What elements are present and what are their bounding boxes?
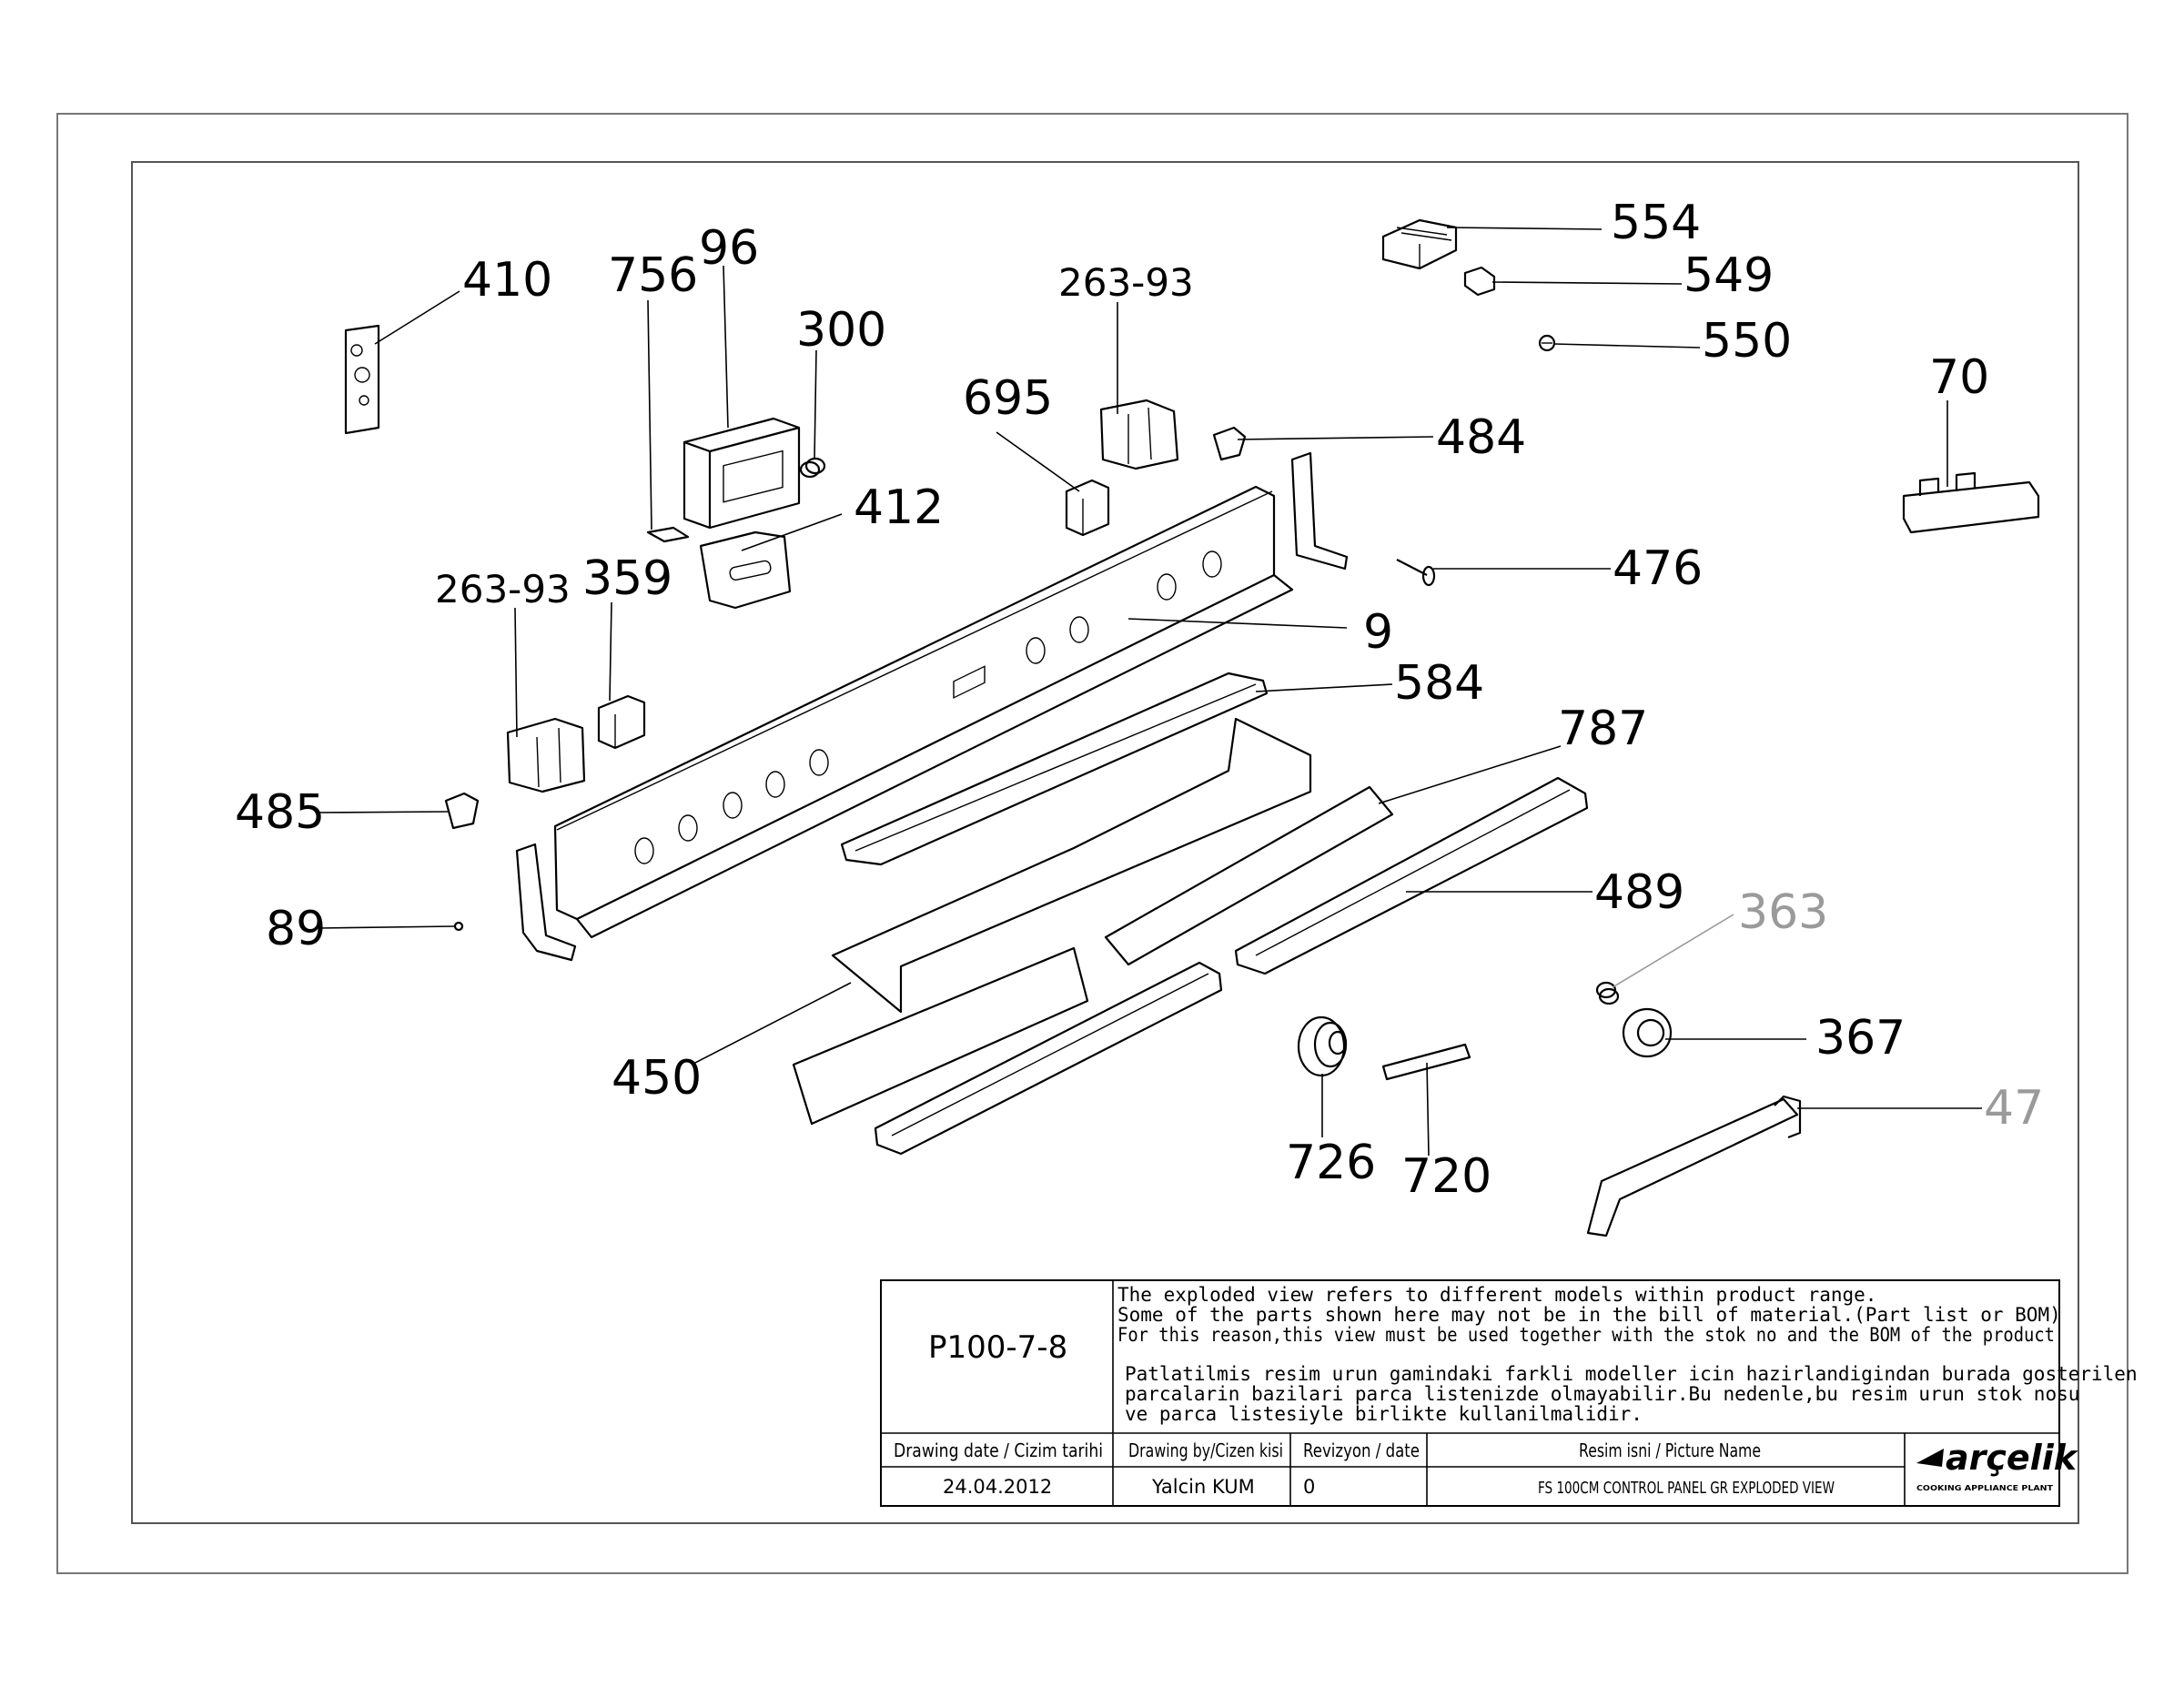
label-584: 584 xyxy=(1394,656,1484,711)
outer-frame xyxy=(56,113,2128,1574)
label-550: 550 xyxy=(1702,314,1792,369)
label-476: 476 xyxy=(1613,541,1703,596)
label-787: 787 xyxy=(1558,702,1648,756)
part-550-screw xyxy=(1538,334,1556,352)
part-549-plug xyxy=(1463,266,1496,297)
part-476-screw xyxy=(1396,559,1436,587)
part-263-93-switch-left xyxy=(506,717,586,793)
label-726: 726 xyxy=(1286,1136,1376,1190)
inner-frame xyxy=(131,161,2079,1524)
note-tr-line-2: parcalarin bazilari parca listenizde olm… xyxy=(1125,1383,2079,1405)
label-484: 484 xyxy=(1436,410,1526,465)
label-756: 756 xyxy=(608,248,698,303)
part-489-trim-right xyxy=(1234,776,1589,975)
label-96: 96 xyxy=(699,221,759,276)
drawing-number: P100-7-8 xyxy=(928,1329,1067,1366)
value-drawing-by: Yalcin KUM xyxy=(1151,1476,1255,1498)
label-695: 695 xyxy=(963,371,1053,426)
part-47-handle xyxy=(1586,1095,1802,1237)
leader-lines xyxy=(316,227,1982,1157)
part-70-holder xyxy=(1902,471,2040,534)
header-picture-name: Resim isni / Picture Name xyxy=(1579,1440,1761,1461)
part-695-box xyxy=(1065,479,1110,537)
label-450: 450 xyxy=(612,1051,702,1106)
part-756-clip xyxy=(646,526,690,543)
arcelik-logo: arçelik COOKING APPLIANCE PLANT xyxy=(1916,1438,2079,1492)
part-96-timer xyxy=(682,417,801,530)
part-726-knob xyxy=(1297,1015,1348,1077)
logo-text: arçelik xyxy=(1946,1438,2079,1478)
header-drawing-by: Drawing by/Cizen kisi xyxy=(1128,1440,1283,1461)
label-9: 9 xyxy=(1363,605,1393,660)
label-489: 489 xyxy=(1594,865,1684,920)
label-89: 89 xyxy=(266,902,326,956)
part-720-badge xyxy=(1381,1043,1471,1081)
value-drawing-date: 24.04.2012 xyxy=(943,1476,1052,1498)
value-revision: 0 xyxy=(1303,1476,1315,1498)
label-410: 410 xyxy=(462,253,552,308)
header-revision: Revizyon / date xyxy=(1303,1440,1420,1461)
part-side-bracket-right xyxy=(1290,451,1349,571)
part-584-rail xyxy=(840,672,1269,866)
label-554: 554 xyxy=(1611,196,1701,250)
label-549: 549 xyxy=(1684,248,1774,303)
part-484-bracket xyxy=(1212,426,1247,461)
note-en-line-1: The exploded view refers to different mo… xyxy=(1117,1284,1876,1306)
part-263-93-switch-top xyxy=(1099,399,1179,470)
title-block xyxy=(880,1279,2060,1507)
label-70: 70 xyxy=(1929,350,1989,405)
label-359: 359 xyxy=(582,551,672,606)
value-picture-name: FS 100CM CONTROL PANEL GR EXPLODED VIEW xyxy=(1538,1479,1835,1498)
label-363: 363 xyxy=(1738,885,1828,940)
part-359-box xyxy=(597,694,646,750)
part-412-bracket xyxy=(699,530,792,610)
note-en-line-3: For this reason,this view must be used t… xyxy=(1117,1324,2055,1346)
label-412: 412 xyxy=(854,480,944,535)
part-300-small-knob xyxy=(799,457,826,479)
label-367: 367 xyxy=(1815,1011,1906,1066)
part-side-bracket-left xyxy=(515,843,577,962)
part-489-trim-left xyxy=(874,961,1223,1156)
part-9-control-panel xyxy=(553,485,1294,939)
part-787-insulation xyxy=(1104,785,1394,966)
note-tr-line-1: Patlatilmis resim urun gamindaki farkli … xyxy=(1125,1363,2138,1385)
part-367-knob-base xyxy=(1622,1007,1673,1058)
logo-subtitle: COOKING APPLIANCE PLANT xyxy=(1916,1484,2054,1492)
part-485-bracket xyxy=(444,792,480,830)
header-drawing-date: Drawing date / Cizim tarihi xyxy=(894,1440,1103,1461)
part-450-insulation xyxy=(792,717,1312,1126)
part-554-connector xyxy=(1381,218,1458,270)
part-89-nut xyxy=(453,921,464,932)
note-tr-line-3: ve parca listesiyle birlikte kullanilmal… xyxy=(1125,1403,1643,1425)
part-363-spring xyxy=(1595,981,1620,1005)
part-410-plate xyxy=(344,324,380,435)
label-300: 300 xyxy=(796,303,886,358)
label-47: 47 xyxy=(1984,1081,2044,1136)
label-485: 485 xyxy=(235,785,325,840)
label-263-93-left: 263-93 xyxy=(435,567,571,611)
label-720: 720 xyxy=(1401,1149,1491,1204)
note-en-line-2: Some of the parts shown here may not be … xyxy=(1117,1304,2061,1326)
label-263-93-top: 263-93 xyxy=(1058,260,1194,305)
